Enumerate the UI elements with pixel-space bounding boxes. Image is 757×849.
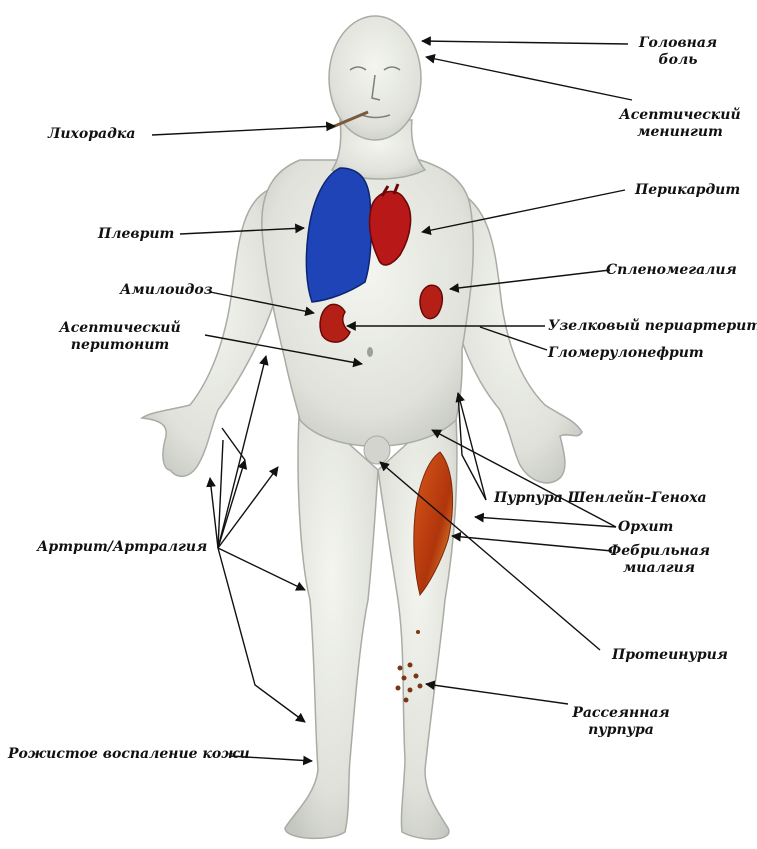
label-purpura-line1: Рассеянная [566, 705, 676, 722]
label-myalgia: Фебрильная миалгия [604, 543, 714, 577]
label-peritonitis: Асептический перитонит [40, 320, 200, 354]
label-headache-line1: Головная [628, 35, 728, 52]
label-meningitis: Асептический менингит [610, 107, 750, 141]
label-henoch-purpura: Пурпура Шенлейн–Геноха [494, 490, 707, 507]
label-peritonitis-line1: Асептический [40, 320, 200, 337]
label-meningitis-line1: Асептический [610, 107, 750, 124]
label-meningitis-line2: менингит [610, 124, 750, 141]
label-purpura: Рассеянная пурпура [566, 705, 676, 739]
label-pleuritis: Плеврит [98, 226, 174, 243]
label-pericarditis: Перикардит [635, 182, 740, 199]
label-erysipelas: Рожистое воспаление кожи [8, 746, 250, 763]
label-myalgia-line2: миалгия [604, 560, 714, 577]
label-amyloidosis: Амилоидоз [120, 282, 213, 299]
navel [367, 347, 373, 357]
label-purpura-line2: пурпура [566, 722, 676, 739]
label-polyarteritis: Узелковый периартерит [548, 318, 757, 335]
label-headache: Головная боль [628, 35, 728, 69]
body-silhouette [142, 16, 582, 839]
label-splenomegaly: Спленомегалия [606, 262, 737, 279]
spleen-icon [420, 285, 442, 318]
label-proteinuria: Протеинурия [612, 647, 728, 664]
label-fever: Лихорадка [48, 126, 135, 143]
label-orchitis: Орхит [618, 519, 673, 536]
genitals [364, 436, 390, 464]
label-myalgia-line1: Фебрильная [604, 543, 714, 560]
label-glomerulonephritis: Гломерулонефрит [548, 345, 704, 362]
label-peritonitis-line2: перитонит [40, 337, 200, 354]
label-headache-line2: боль [628, 52, 728, 69]
label-arthritis: Артрит/Артралгия [37, 539, 207, 556]
